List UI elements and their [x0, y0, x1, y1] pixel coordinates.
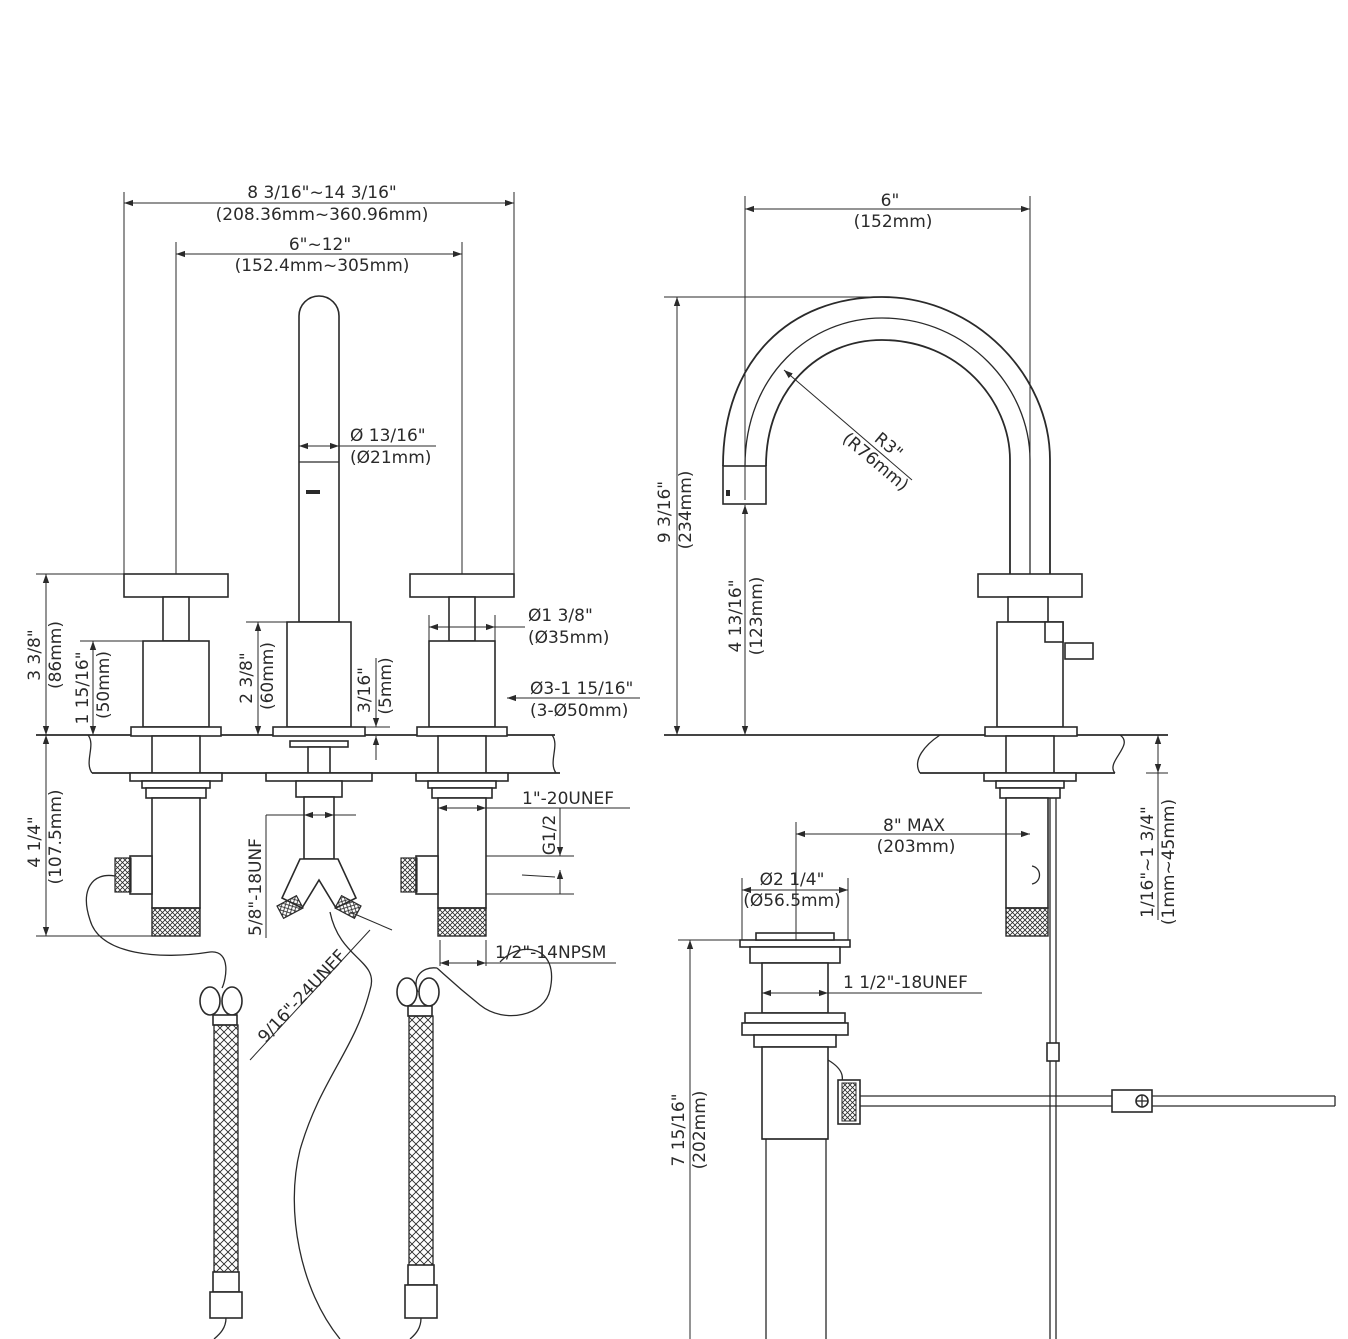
side-labels: 6" (152mm) R3" (R76mm) 9 3/16" (234mm) 4… — [655, 191, 1179, 1169]
handle-height-mm: (86mm) — [46, 621, 66, 689]
below-deck-height-mm: (107.5mm) — [46, 789, 66, 884]
handle-diameter-in: Ø1 3/8" — [528, 606, 593, 626]
faucet-body-side — [977, 573, 1094, 1339]
hole-diameter-in: Ø3-1 15/16" — [530, 679, 633, 699]
base-height-in: 1 15/16" — [73, 651, 93, 724]
drain-diameter-in: Ø2 1/4" — [760, 870, 825, 890]
countertop-side — [664, 734, 1168, 774]
right-handle — [409, 573, 515, 737]
flange-height-in: 3/16" — [355, 667, 375, 713]
left-handle — [123, 573, 229, 737]
handle-diameter-mm: (Ø35mm) — [528, 628, 609, 648]
drain-height-in: 7 15/16" — [669, 1093, 689, 1166]
spout-diameter-mm: (Ø21mm) — [350, 448, 431, 468]
flange-height-mm: (5mm) — [376, 657, 396, 714]
thread-1-20unef: 1"-20UNEF — [522, 789, 614, 809]
right-supply-hose — [396, 967, 440, 1339]
center-spout — [272, 295, 366, 737]
overall-width-mm: (208.36mm~360.96mm) — [216, 205, 429, 225]
spout-base-height-mm: (60mm) — [258, 642, 278, 710]
thread-9-16-24unef: 9/16"-24UNEF — [254, 946, 350, 1047]
thread-g12: G1/2 — [540, 815, 560, 856]
center-spread-mm: (152.4mm~305mm) — [235, 256, 410, 276]
side-dimensions — [664, 196, 1168, 1339]
drain-thread: 1 1/2"-18UNEF — [843, 973, 968, 993]
spout-tee-connector — [265, 740, 373, 920]
spout-height-mm: (234mm) — [676, 471, 696, 550]
deck-thickness-mm: (1mm~45mm) — [1159, 799, 1179, 925]
center-spread-in: 6"~12" — [289, 235, 351, 255]
below-deck-height-in: 4 1/4" — [25, 816, 45, 867]
spout-base-height-in: 2 3/8" — [237, 652, 257, 703]
right-valve-body — [400, 735, 509, 937]
left-supply-hose — [85, 874, 243, 1339]
overall-width-in: 8 3/16"~14 3/16" — [247, 183, 397, 203]
drain-height-mm: (202mm) — [690, 1091, 710, 1170]
spout-height-in: 9 3/16" — [655, 481, 675, 543]
spout-diameter-in: Ø 13/16" — [350, 426, 426, 446]
thread-1-2-14npsm: 1/2"-14NPSM — [495, 943, 606, 963]
deck-thickness-in: 1/16"~1 3/4" — [1138, 806, 1158, 918]
reach-mm: (152mm) — [854, 212, 933, 232]
outlet-height-mm: (123mm) — [747, 577, 767, 656]
spout-supply-hose — [293, 911, 553, 1339]
hole-diameter-mm: (3-Ø50mm) — [530, 701, 628, 721]
thread-5-8-18unf: 5/8"-18UNF — [246, 838, 266, 936]
left-valve-body — [114, 735, 223, 937]
max-distance-in: 8" MAX — [883, 816, 945, 836]
side-view: 6" (152mm) R3" (R76mm) 9 3/16" (234mm) 4… — [655, 191, 1336, 1339]
front-dimensions — [36, 192, 640, 1061]
reach-in: 6" — [881, 191, 900, 211]
outlet-height-in: 4 13/16" — [726, 579, 746, 652]
pop-up-drain — [739, 932, 1336, 1339]
base-height-mm: (50mm) — [94, 651, 114, 719]
front-view: 8 3/16"~14 3/16" (208.36mm~360.96mm) 6"~… — [25, 183, 640, 1339]
handle-height-in: 3 3/8" — [25, 629, 45, 680]
drain-diameter-mm: (Ø56.5mm) — [743, 891, 841, 911]
max-distance-mm: (203mm) — [877, 837, 956, 857]
